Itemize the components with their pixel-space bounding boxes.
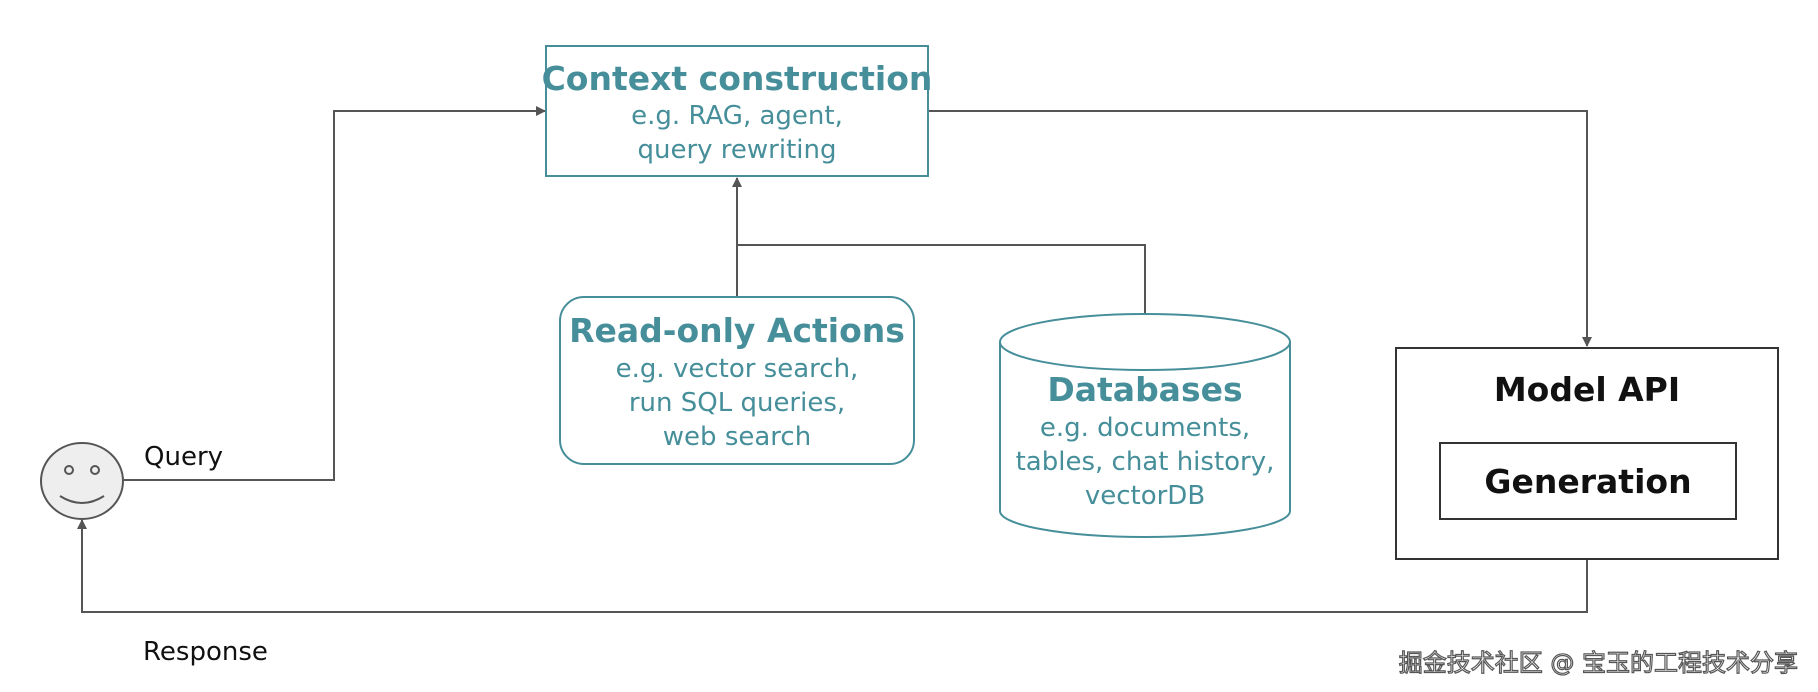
connectors	[77, 106, 1592, 613]
context-line-1: e.g. RAG, agent,	[631, 101, 843, 131]
databases-cylinder: Databases e.g. documents, tables, chat h…	[999, 313, 1291, 538]
databases-line-2: tables, chat history,	[1016, 447, 1275, 477]
query-arrow	[124, 106, 546, 481]
databases-to-context-line	[737, 244, 1146, 314]
watermark-text: 掘金技术社区 @ 宝玉的工程技术分享	[1398, 648, 1798, 677]
actions-line-3: web search	[663, 422, 811, 452]
context-line-2: query rewriting	[637, 135, 836, 165]
query-label: Query	[144, 442, 223, 472]
model-api-box: Model API Generation	[1395, 347, 1779, 560]
databases-title: Databases	[1047, 370, 1242, 409]
context-title: Context construction	[542, 59, 933, 98]
actions-line-2: run SQL queries,	[629, 388, 845, 418]
databases-line-3: vectorDB	[1085, 481, 1205, 511]
response-arrow	[77, 519, 1588, 613]
actions-line-1: e.g. vector search,	[616, 354, 859, 384]
actions-title: Read-only Actions	[569, 311, 905, 350]
generation-box: Generation	[1439, 442, 1737, 520]
model-api-title: Model API	[1494, 370, 1680, 409]
context-to-model-arrow	[929, 110, 1592, 347]
read-only-actions-box: Read-only Actions e.g. vector search, ru…	[559, 296, 915, 465]
response-label: Response	[143, 637, 268, 667]
generation-label: Generation	[1484, 462, 1691, 501]
databases-line-1: e.g. documents,	[1040, 413, 1250, 443]
user-face-icon	[40, 442, 124, 520]
context-construction-box: Context construction e.g. RAG, agent, qu…	[542, 45, 933, 177]
